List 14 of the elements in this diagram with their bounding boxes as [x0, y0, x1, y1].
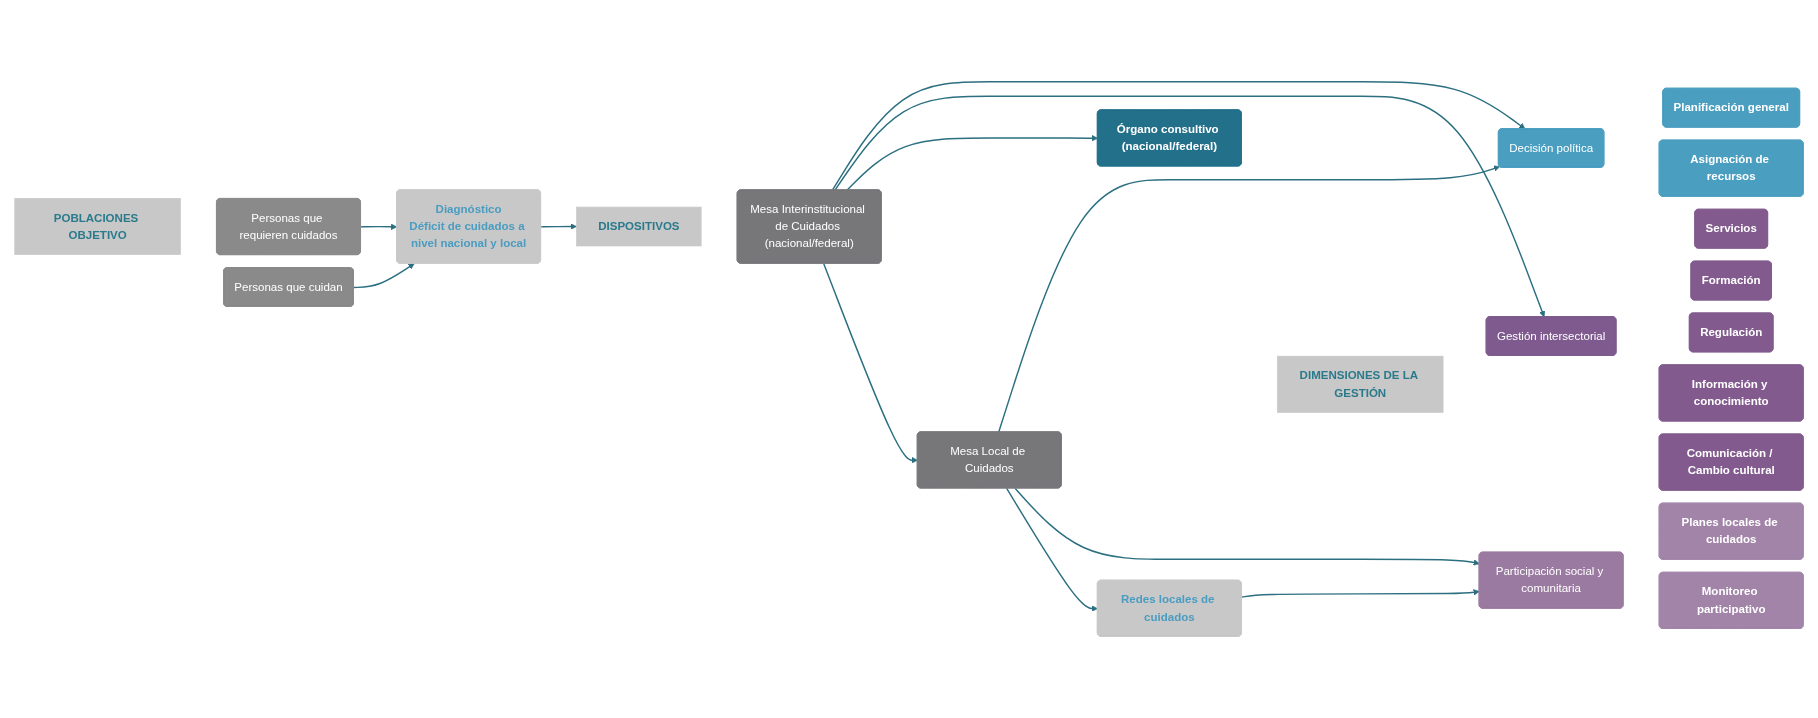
node-box: DISPOSITIVOS [576, 206, 702, 247]
arrow [831, 80, 1526, 191]
arrow [1241, 589, 1480, 598]
node-box: POBLACIONES OBJETIVO [14, 198, 181, 255]
arrow [1005, 487, 1098, 612]
arrow [997, 165, 1500, 433]
arrow [846, 134, 1098, 191]
arrow [1014, 487, 1480, 566]
arrow [360, 223, 398, 230]
arrow [823, 262, 918, 464]
arrow [540, 223, 577, 230]
arrow [834, 95, 1546, 318]
node-box: DIMENSIONES DE LA GESTIÓN [1277, 355, 1444, 413]
arrow [353, 263, 415, 289]
